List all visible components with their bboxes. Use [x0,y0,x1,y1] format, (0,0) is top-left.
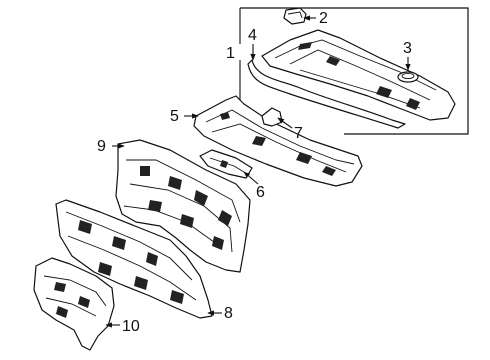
callout-7: 7 [294,125,303,142]
cowl-panel-part-5 [193,95,363,187]
cowl-top-cover-part-1 [261,29,456,121]
cap-part-2 [283,7,307,25]
callout-10: 10 [122,318,140,335]
leader-6 [243,171,259,185]
callout-3: 3 [403,40,412,57]
group-1-inset-box [240,7,469,135]
seal-strip-part-4 [247,59,406,129]
callout-4: 4 [248,27,257,44]
callout-6: 6 [256,184,265,201]
insulator-panel-part-8 [55,199,213,319]
callout-8: 8 [224,305,233,322]
callout-1: 1 [226,45,235,62]
dash-panel-part-9 [115,139,251,273]
insulator-piece-part-10 [33,257,115,351]
grommet-part-3-inner [401,72,415,80]
leader-7 [277,117,293,129]
bracket-part-7 [261,107,283,127]
callout-5: 5 [170,108,179,125]
cap-part-2-detail [287,11,303,19]
callout-2: 2 [319,10,328,27]
callout-9: 9 [97,138,106,155]
